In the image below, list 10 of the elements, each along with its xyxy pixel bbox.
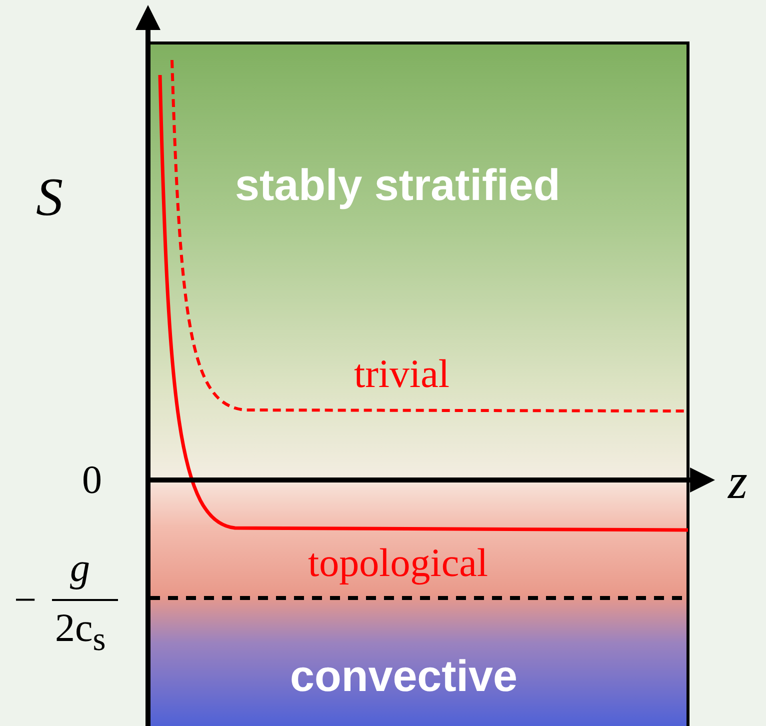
curve-label: trivial [354,354,450,394]
tick-label: − [14,580,37,620]
region-label: stably stratified [235,164,560,208]
tick-label: g [70,548,90,588]
region-label: convective [290,655,518,699]
axis-label: S [36,170,63,224]
tick-label: 0 [82,460,102,500]
axis-label: z [728,456,748,506]
curve-label: topological [308,543,488,583]
tick-label: 2c$_{s}$ [55,608,106,656]
